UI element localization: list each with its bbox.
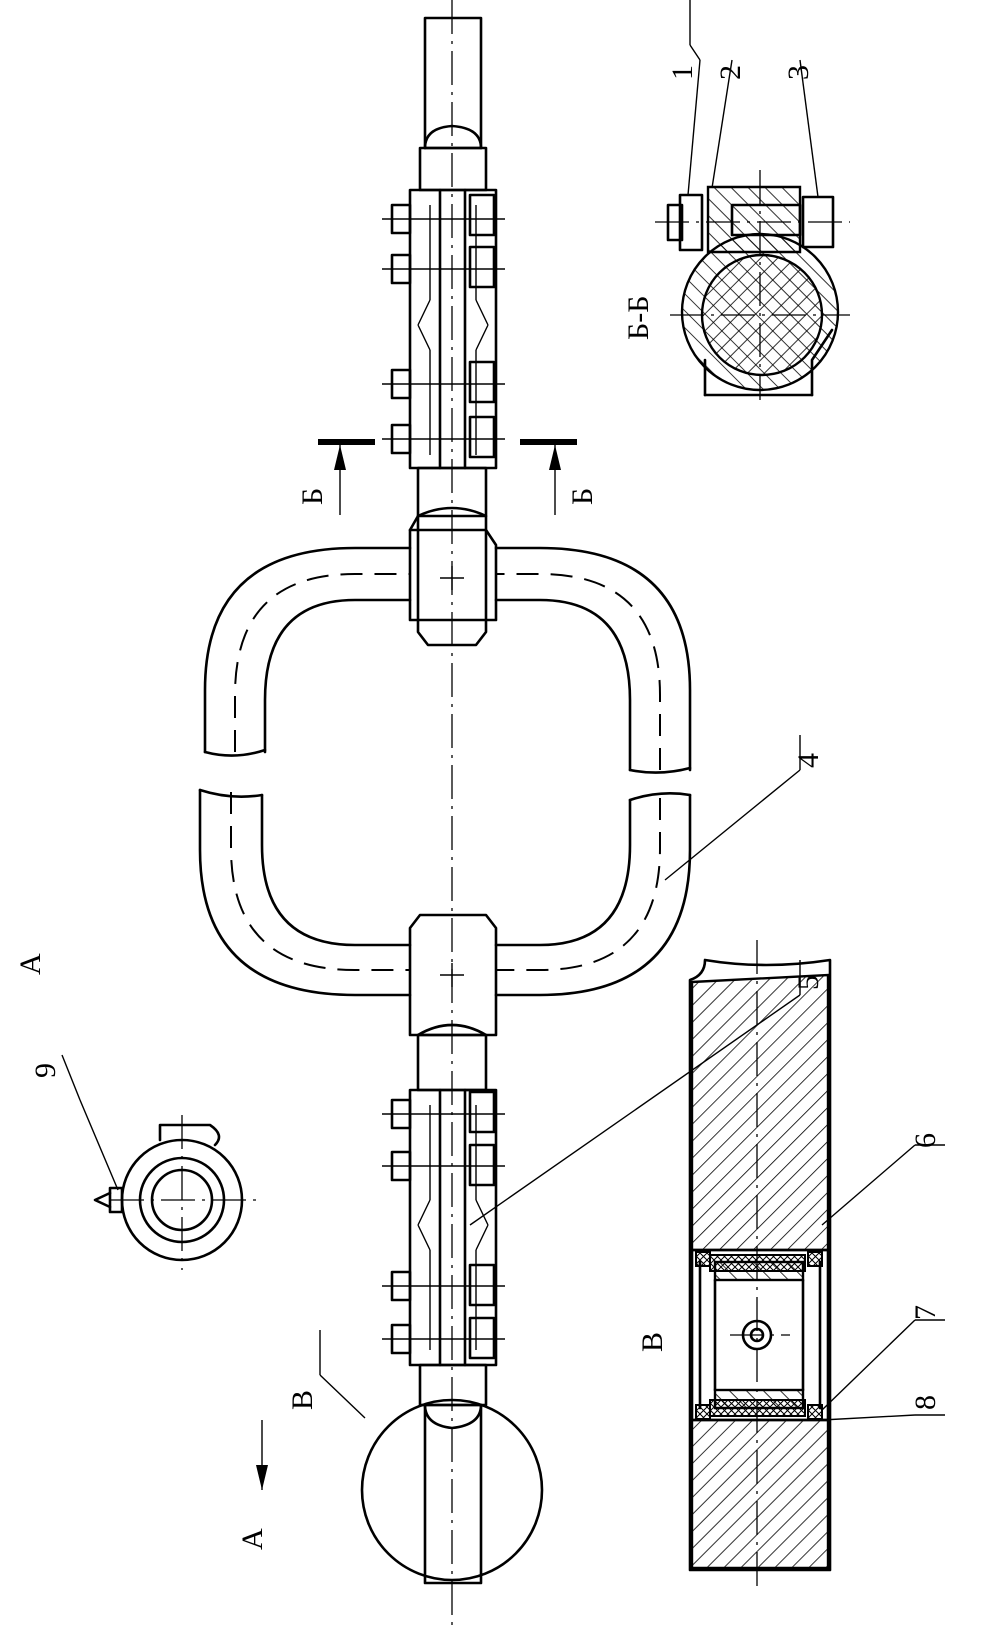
view-b-detail: В 6 7 8 xyxy=(636,940,945,1590)
callout-1: 1 xyxy=(666,65,699,80)
lower-coupling xyxy=(382,1088,505,1367)
detail-b-label-text: В xyxy=(286,1390,319,1410)
callout-2: 2 xyxy=(714,65,747,80)
elastic-element xyxy=(198,546,692,997)
detail-b-circle xyxy=(360,1398,544,1582)
lower-hub xyxy=(408,913,498,1037)
section-marks: Б Б xyxy=(296,439,599,515)
callout-7: 7 xyxy=(909,1305,942,1320)
callout-5: 5 xyxy=(792,975,825,990)
callout-6: 6 xyxy=(909,1133,942,1148)
callout-4: 4 xyxy=(792,753,825,768)
view-a-arrow: А xyxy=(236,1420,269,1550)
coupling-bolts-top xyxy=(382,193,505,459)
coupling-bolts-bottom xyxy=(382,1090,505,1360)
view-b-title: В xyxy=(636,1332,669,1352)
view-a-title: А xyxy=(14,953,47,975)
callout-8: 8 xyxy=(909,1395,942,1410)
view-a: А 9 xyxy=(14,953,260,1270)
section-title: Б-Б xyxy=(622,296,655,340)
view-a-arrow-label: А xyxy=(236,1528,269,1550)
main-assembly xyxy=(360,0,544,1632)
upper-hub xyxy=(408,506,498,647)
top-shaft-end xyxy=(418,16,488,192)
callout-3: 3 xyxy=(782,65,815,80)
section-arrow-label-left: Б xyxy=(296,488,329,505)
callouts-4-5: 4 5 xyxy=(469,735,825,1226)
bottom-shaft-end xyxy=(418,1363,488,1585)
section-b-b: Б-Б 1 2 3 xyxy=(622,0,850,400)
detail-b-label: В xyxy=(286,1330,366,1419)
section-arrow-label-right: Б xyxy=(566,488,599,505)
callout-9: 9 xyxy=(29,1063,62,1078)
top-coupling xyxy=(382,188,505,470)
